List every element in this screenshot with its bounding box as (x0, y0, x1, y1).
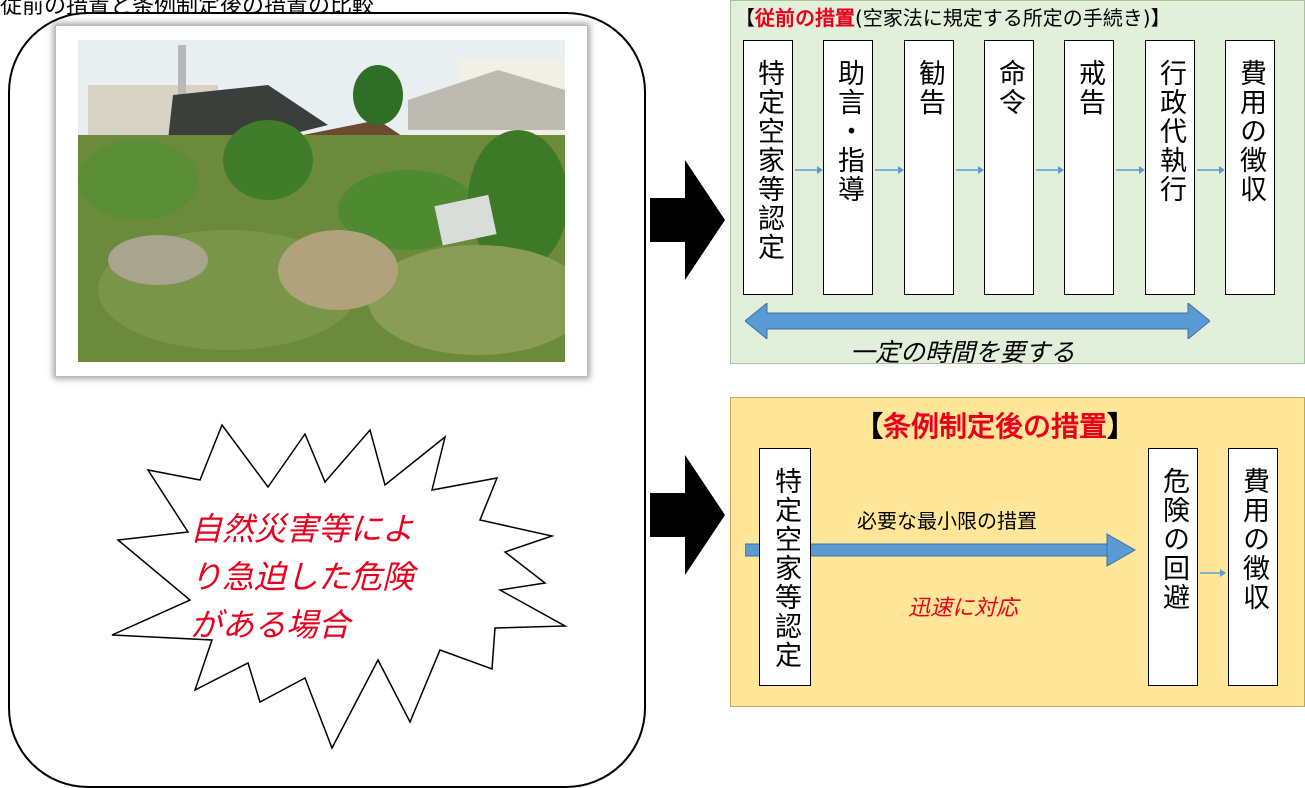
house-photo-frame (55, 25, 588, 377)
step-kiken-kaihi: 危険の回避 (1148, 448, 1198, 686)
step-connector-arrow-bottom (1200, 569, 1226, 577)
time-span-label: 一定の時間を要する (850, 338, 1076, 367)
minimum-measures-arrow (745, 533, 1137, 567)
step-label: 費用の徴収 (1235, 59, 1266, 204)
heading-bracket-close: 】 (1107, 410, 1136, 443)
explosion-burst-shape (111, 423, 568, 750)
step-hiyo-choshu-bottom: 費用の徴収 (1228, 448, 1278, 686)
step-label: 命令 (994, 59, 1025, 117)
previous-measures-heading: 【従前の措置(空家法に規定する所定の手続き)】 (735, 2, 1171, 31)
heading-emphasis: 従前の措置 (755, 6, 855, 30)
burst-label: 自然災害等によ り急迫した危険 がある場合 (190, 505, 520, 649)
rapid-response-label: 迅速に対応 (908, 596, 1019, 621)
step-kankoku: 勧告 (904, 40, 954, 295)
step-label: 助言・指導 (833, 59, 864, 204)
step-connector-arrows (795, 166, 1225, 174)
step-tokutei-nintei: 特定空家等認定 (743, 40, 793, 295)
step-kaikoku: 戒告 (1064, 40, 1114, 295)
step-label: 危険の回避 (1158, 467, 1189, 612)
step-label: 勧告 (914, 59, 945, 117)
step-tokutei-nintei-bottom: 特定空家等認定 (759, 448, 811, 686)
heading-rest: (空家法に規定する所定の手続き)】 (855, 6, 1171, 30)
arrow-to-top-panel (650, 160, 725, 280)
step-meirei: 命令 (984, 40, 1034, 295)
step-label: 費用の徴収 (1238, 467, 1269, 612)
step-label: 特定空家等認定 (770, 467, 801, 670)
minimum-measures-label: 必要な最小限の措置 (857, 509, 1037, 533)
heading-bracket-open: 【 (855, 410, 884, 443)
burst-line-2: り急迫した危険 (190, 558, 415, 596)
time-span-double-arrow (745, 303, 1210, 339)
burst-line-1: 自然災害等によ (190, 510, 415, 548)
step-hiyo-choshu: 費用の徴収 (1225, 40, 1275, 295)
arrow-to-bottom-panel (650, 455, 725, 575)
ordinance-measures-heading: 【条例制定後の措置】 (855, 405, 1135, 445)
heading-emphasis: 条例制定後の措置 (883, 410, 1108, 443)
abandoned-house-photo (78, 40, 565, 362)
step-label: 戒告 (1074, 59, 1105, 117)
burst-line-3: がある場合 (190, 606, 351, 644)
step-label: 特定空家等認定 (753, 59, 784, 262)
step-jogen-shido: 助言・指導 (823, 40, 873, 295)
heading-bracket: 【 (735, 6, 755, 30)
step-gyosei-daishikko: 行政代執行 (1145, 40, 1195, 295)
step-label: 行政代執行 (1155, 59, 1186, 204)
